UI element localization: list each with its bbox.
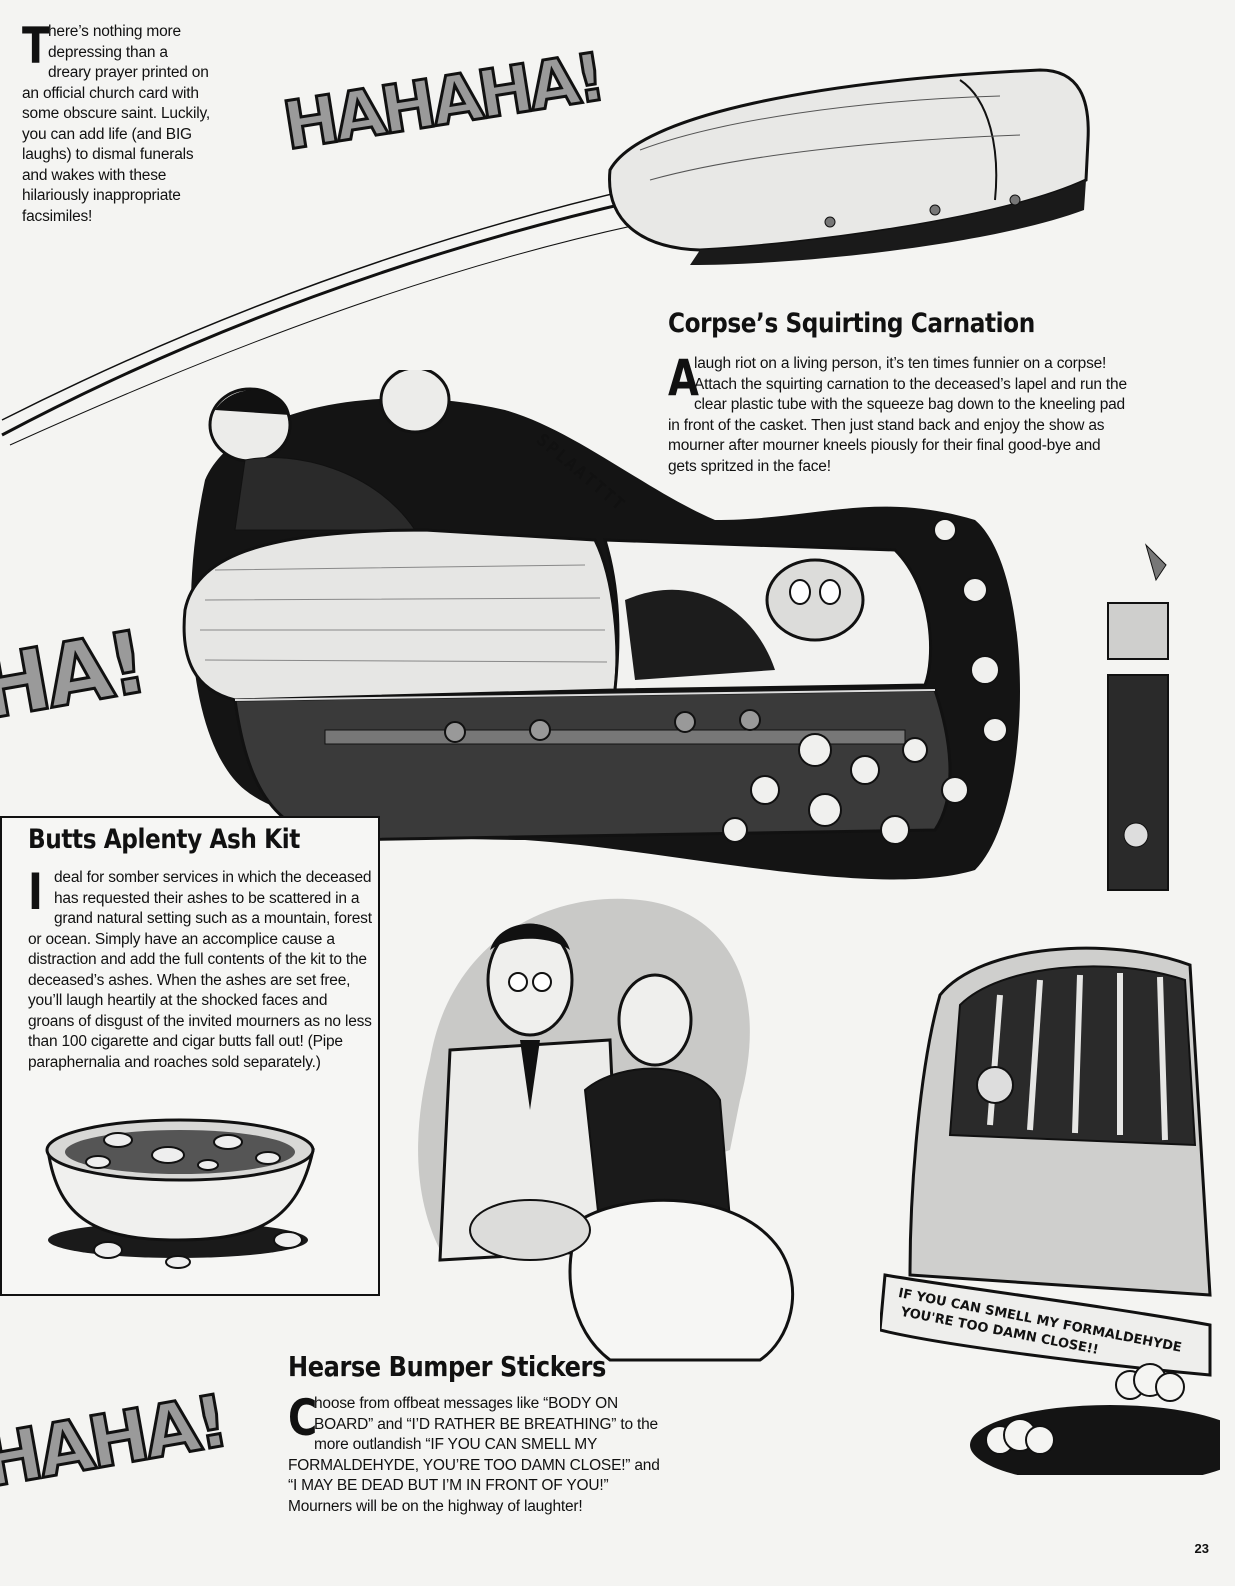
intro-text-block: T here’s nothing more depressing than a … [22, 21, 212, 227]
ash-bowl-illustration [45, 1118, 315, 1269]
intro-body: here’s nothing more depressing than a dr… [22, 23, 210, 225]
ash-kit-text-block: I deal for somber services in which the … [28, 863, 373, 1073]
bumper-text-block: C hoose from offbeat messages like “BODY… [288, 1389, 666, 1517]
hearse-rear-illustration [880, 946, 1220, 1475]
haha-exclamation-bottom: HAHA! [0, 1377, 233, 1505]
carnation-body: laugh riot on a living person, it’s ten … [668, 355, 1127, 475]
bumper-body: hoose from offbeat messages like “BODY O… [288, 1395, 660, 1515]
ash-kit-box: Butts Aplenty Ash Kit I deal for somber … [0, 816, 380, 1296]
bumper-heading: Hearse Bumper Stickers [288, 1350, 606, 1383]
ash-kit-body: deal for somber services in which the de… [28, 869, 372, 1071]
side-comic-panels [1107, 543, 1169, 891]
shocked-mourners-illustration [418, 898, 795, 1362]
ha-exclamation-left: HA! [0, 611, 153, 741]
ash-kit-dropcap: I [28, 863, 43, 921]
flying-casket-illustration [1, 68, 1090, 446]
ash-kit-heading: Butts Aplenty Ash Kit [28, 824, 300, 855]
carnation-text-block: A laugh riot on a living person, it’s te… [668, 353, 1128, 477]
bumper-dropcap: C [288, 1389, 318, 1447]
page-number: 23 [1194, 1541, 1209, 1556]
carnation-heading: Corpse’s Squirting Carnation [668, 308, 1035, 339]
open-casket-illustration [182, 370, 1020, 880]
